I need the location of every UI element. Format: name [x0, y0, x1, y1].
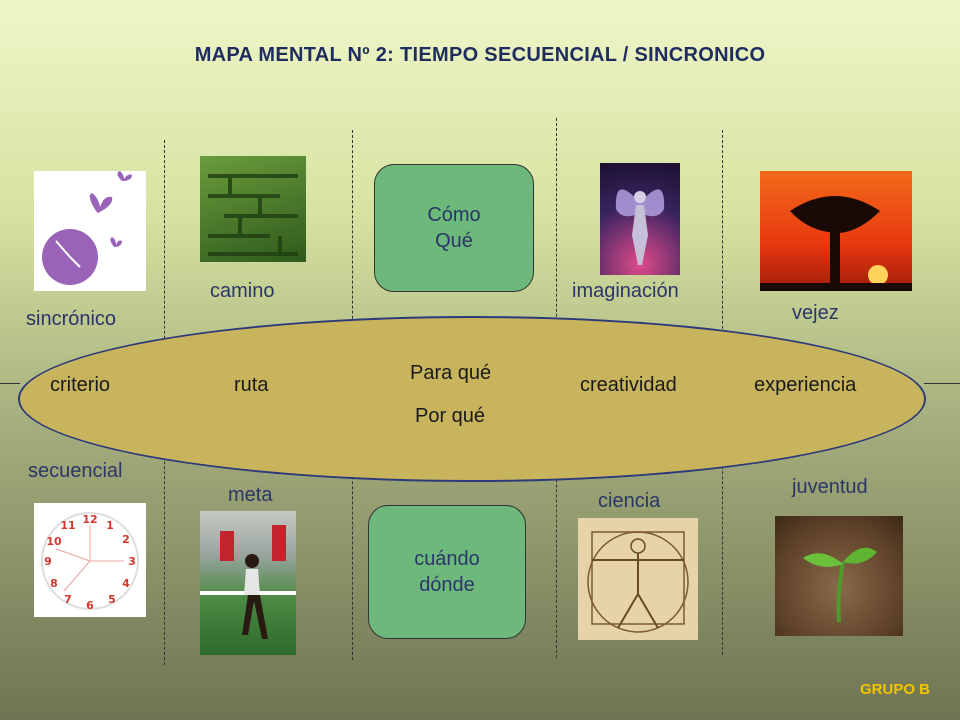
label-meta: meta: [228, 484, 273, 506]
ellipse-item-ruta: ruta: [234, 374, 269, 396]
axis-line-left: [0, 383, 20, 384]
svg-text:6: 6: [86, 599, 94, 612]
ellipse-item-experiencia: experiencia: [754, 374, 857, 396]
maze-image: [200, 156, 306, 262]
vitruvian-man-image: [578, 518, 698, 640]
center-top-line-1: Cómo: [427, 204, 481, 226]
sprout-image: [775, 516, 903, 636]
label-vejez: vejez: [792, 302, 839, 324]
svg-text:4: 4: [122, 577, 130, 590]
clock-face-icon: 12 12 3 45 6 78 9 10 11: [41, 512, 139, 612]
center-top-box: Cómo Qué: [374, 164, 534, 292]
baobab-tree-icon: [760, 196, 912, 291]
svg-text:5: 5: [108, 593, 116, 606]
center-top-line-2: Qué: [435, 230, 473, 252]
butterfly-clock-image: [34, 171, 146, 291]
svg-text:12: 12: [82, 513, 97, 526]
central-ellipse: [18, 316, 926, 482]
svg-text:11: 11: [60, 519, 75, 532]
label-ciencia: ciencia: [598, 490, 661, 512]
maze-icon: [208, 174, 298, 256]
ellipse-center-line-2: Por qué: [415, 405, 486, 427]
sprout-icon: [803, 547, 877, 623]
svg-text:7: 7: [64, 593, 72, 606]
axis-line-right: [924, 383, 960, 384]
label-secuencial: secuencial: [28, 460, 123, 482]
ellipse-center-line-1: Para qué: [410, 362, 492, 384]
label-camino: camino: [210, 280, 275, 302]
footer-group-label: GRUPO B: [859, 681, 930, 698]
center-bottom-box: cuándo dónde: [368, 505, 526, 639]
runner-icon: [200, 525, 296, 639]
vitruvian-man-icon: [587, 531, 689, 633]
runner-finish-image: [200, 511, 296, 655]
butterfly-clock-icon: [42, 171, 132, 285]
fairy-image: [600, 163, 680, 275]
svg-text:8: 8: [50, 577, 58, 590]
center-bottom-line-1: cuándo: [414, 548, 480, 570]
ellipse-item-creatividad: creatividad: [580, 374, 677, 396]
center-bottom-line-2: dónde: [419, 574, 475, 596]
svg-text:2: 2: [122, 533, 130, 546]
label-imaginacion: imaginación: [572, 280, 679, 302]
label-sincronico: sincrónico: [26, 308, 117, 330]
label-juventud: juventud: [792, 476, 868, 498]
ellipse-item-criterio: criterio: [50, 374, 111, 396]
fairy-icon: [615, 189, 665, 265]
baobab-sunset-image: [760, 171, 912, 291]
svg-text:1: 1: [106, 519, 114, 532]
svg-text:10: 10: [46, 535, 62, 548]
page-title: MAPA MENTAL Nº 2: TIEMPO SECUENCIAL / SI…: [194, 44, 766, 66]
svg-text:9: 9: [44, 555, 52, 568]
svg-text:3: 3: [128, 555, 136, 568]
